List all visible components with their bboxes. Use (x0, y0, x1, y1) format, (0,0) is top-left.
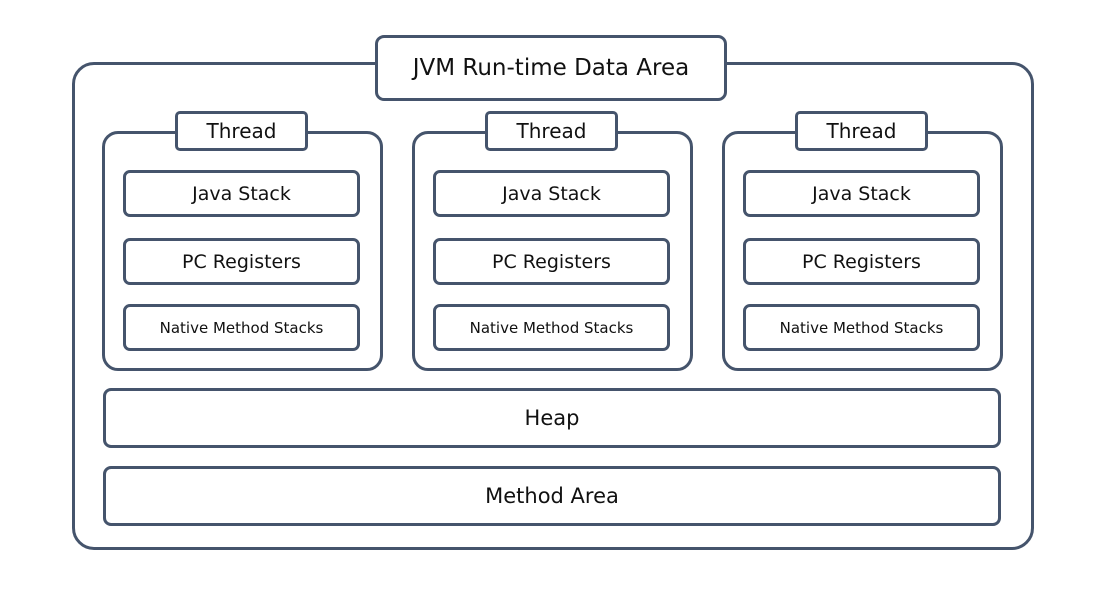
native-method-stacks-box-1: Native Method Stacks (123, 304, 360, 351)
pc-registers-box-1: PC Registers (123, 238, 360, 285)
native-method-stacks-box-3: Native Method Stacks (743, 304, 980, 351)
java-stack-box-2: Java Stack (433, 170, 670, 217)
diagram-title: JVM Run-time Data Area (375, 35, 727, 101)
thread-label-1: Thread (175, 111, 308, 151)
method-area-box: Method Area (103, 466, 1001, 526)
java-stack-box-3: Java Stack (743, 170, 980, 217)
thread-label-3: Thread (795, 111, 928, 151)
native-method-stacks-box-2: Native Method Stacks (433, 304, 670, 351)
thread-label-2: Thread (485, 111, 618, 151)
heap-box: Heap (103, 388, 1001, 448)
pc-registers-box-3: PC Registers (743, 238, 980, 285)
pc-registers-box-2: PC Registers (433, 238, 670, 285)
java-stack-box-1: Java Stack (123, 170, 360, 217)
